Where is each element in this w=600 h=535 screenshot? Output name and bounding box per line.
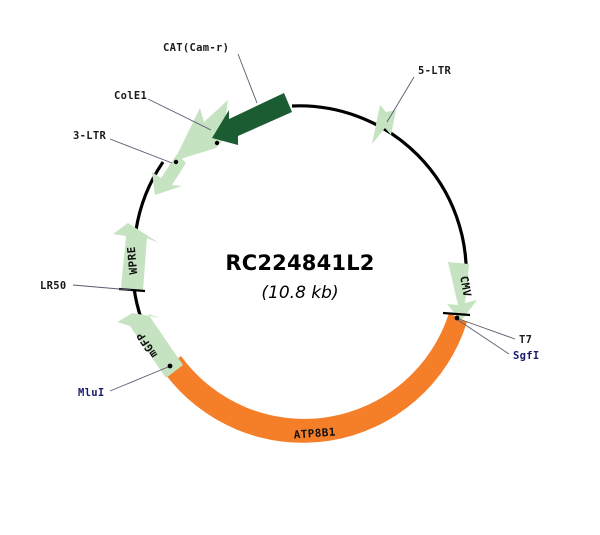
feature-cole1-shape bbox=[174, 100, 236, 161]
feature-mgfp[interactable]: mGFP bbox=[117, 313, 184, 378]
plasmid-title-group: RC224841L2 (10.8 kb) bbox=[225, 251, 374, 303]
label-mlui: MluI bbox=[78, 387, 105, 399]
feature-cole1[interactable] bbox=[174, 100, 236, 161]
label-cole1: ColE1 bbox=[114, 90, 147, 102]
label-leader-lines bbox=[72, 53, 516, 392]
outer-labels: CAT(Cam-r) ColE1 3-LTR 5-LTR LR50 MluI T… bbox=[40, 42, 540, 399]
feature-cat[interactable] bbox=[212, 93, 292, 145]
feature-cmv-shape bbox=[447, 262, 477, 321]
backbone-arc-upper-left bbox=[134, 161, 165, 231]
leader-line-cole1 bbox=[147, 98, 212, 131]
feature-wpre-label: WPRE bbox=[125, 246, 140, 275]
site-dot-sgfi-t7 bbox=[454, 315, 460, 321]
leader-line-cat bbox=[237, 53, 258, 104]
backbone-arc-right bbox=[291, 104, 468, 283]
feature-atp8b1[interactable]: ATP8B1 bbox=[163, 313, 467, 443]
site-dot-mlui bbox=[167, 363, 173, 369]
leader-line-5ltr bbox=[386, 76, 415, 123]
feature-5-ltr-shape bbox=[372, 105, 396, 144]
feature-cat-shape bbox=[212, 93, 292, 145]
plasmid-size: (10.8 kb) bbox=[261, 283, 338, 303]
label-lr50: LR50 bbox=[40, 280, 67, 292]
leader-line-lr50 bbox=[72, 284, 132, 291]
leader-line-sgfi bbox=[457, 319, 510, 355]
site-dot-3ltr bbox=[173, 159, 179, 165]
label-cat: CAT(Cam-r) bbox=[163, 42, 229, 54]
feature-atp8b1-shape bbox=[163, 313, 467, 443]
label-3-ltr: 3-LTR bbox=[73, 130, 106, 142]
site-tick-cmv-junction bbox=[442, 311, 471, 317]
leader-line-3ltr bbox=[109, 138, 173, 164]
feature-cmv[interactable]: CMV bbox=[447, 262, 477, 321]
feature-cmv-label: CMV bbox=[457, 275, 473, 298]
leader-line-mlui bbox=[109, 366, 169, 392]
site-dot-cat-cole1 bbox=[214, 140, 220, 146]
plasmid-name: RC224841L2 bbox=[225, 251, 374, 275]
label-5-ltr: 5-LTR bbox=[418, 65, 451, 77]
feature-wpre[interactable]: WPRE bbox=[113, 223, 159, 290]
leader-line-t7 bbox=[458, 318, 516, 340]
feature-atp8b1-label: ATP8B1 bbox=[293, 426, 336, 442]
label-sgfi: SgfI bbox=[513, 350, 540, 362]
feature-5-ltr[interactable] bbox=[372, 105, 396, 144]
feature-3-ltr[interactable] bbox=[152, 154, 186, 195]
feature-mgfp-shape bbox=[117, 313, 183, 378]
feature-wpre-shape bbox=[113, 223, 159, 290]
label-t7: T7 bbox=[519, 334, 532, 346]
feature-3-ltr-shape bbox=[152, 154, 186, 195]
